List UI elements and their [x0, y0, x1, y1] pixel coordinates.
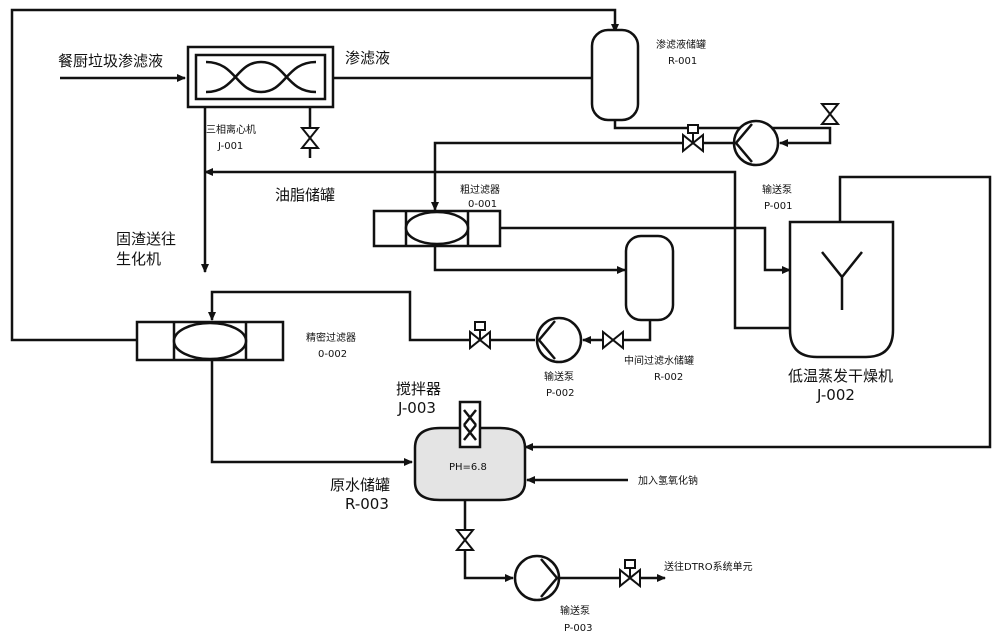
label-dryer-name: 低温蒸发干燥机: [788, 367, 893, 385]
valve-midtank-outlet: [602, 329, 624, 351]
dryer-j002: [788, 220, 895, 359]
pipe-tank-to-pump1: [613, 118, 832, 147]
pipe-lines: [10, 8, 992, 582]
label-coarse-filter-code: 0-001: [468, 199, 497, 210]
label-raw-tank-name: 原水储罐: [330, 476, 390, 494]
label-oil-tank: 油脂储罐: [275, 186, 335, 204]
pipe-fine-to-rawtank: [210, 360, 413, 466]
label-dryer-code: J-002: [816, 386, 855, 404]
pipe-coarse-to-dryer: [500, 226, 791, 274]
valve-p002-outlet: [469, 321, 491, 351]
label-add-naoh: 加入氢氧化钠: [638, 474, 698, 487]
pipe-return-line: [204, 168, 790, 330]
labels: 餐厨垃圾渗滤液 渗滤液 渗滤液储罐 R-001 三相离心机 J-001 油脂储罐…: [58, 38, 893, 634]
label-to-dtro: 送往DTRO系统单元: [664, 560, 753, 573]
label-fine-filter-name: 精密过滤器: [306, 331, 356, 344]
pump-p001: [732, 119, 780, 167]
pump-p002: [535, 316, 583, 364]
label-raw-tank-code: R-003: [345, 495, 389, 513]
leachate-tank-r001: [590, 28, 640, 122]
fine-filter-o002: [135, 320, 285, 362]
pipe-pump2-to-fine: [208, 290, 535, 342]
valve-oil-outlet: [299, 127, 321, 149]
valve-rawtank-outlet: [454, 529, 476, 551]
mixer-j003: [458, 400, 482, 449]
label-solid-line1: 固渣送往: [116, 230, 176, 248]
pipe-pump1-to-coarse: [431, 141, 733, 211]
label-mixer-code: J-003: [397, 399, 436, 417]
centrifuge-j001: [186, 45, 335, 109]
valve-p001-outlet: [682, 124, 704, 154]
valve-tank-outlet: [819, 103, 841, 125]
pipe-dryer-to-rawtank: [524, 175, 992, 451]
pipe-recirculation: [10, 8, 619, 342]
label-fine-filter-code: 0-002: [318, 349, 347, 360]
raw-tank-r003: [413, 426, 527, 502]
label-centrifuge-code: J-001: [217, 141, 243, 152]
label-ph: PH=6.8: [449, 462, 487, 473]
label-leachate-tank-code: R-001: [668, 56, 697, 67]
pipe-coarse-to-midtank: [433, 247, 626, 274]
pipe-rawtank-to-pump3: [463, 498, 514, 582]
label-pump1-code: P-001: [764, 201, 793, 212]
label-pump3-name: 输送泵: [560, 604, 590, 617]
pump-p003: [513, 554, 561, 602]
label-pump1-name: 输送泵: [762, 183, 792, 196]
label-solid-line2: 生化机: [116, 250, 161, 268]
label-pump2-code: P-002: [546, 388, 575, 399]
label-mixer-name: 搅拌器: [396, 380, 441, 398]
label-pump2-name: 输送泵: [544, 370, 574, 383]
label-coarse-filter-name: 粗过滤器: [460, 183, 500, 196]
label-leachate-tank-name: 渗滤液储罐: [656, 38, 706, 51]
coarse-filter-o001: [372, 209, 502, 248]
label-pump3-code: P-003: [564, 623, 593, 634]
label-mid-tank-name: 中间过滤水储罐: [624, 354, 694, 367]
label-centrifuge-name: 三相离心机: [206, 123, 256, 136]
label-kitchen-leachate: 餐厨垃圾渗滤液: [58, 52, 163, 70]
mid-tank-r002: [624, 234, 675, 322]
valve-p003-outlet: [619, 559, 641, 589]
label-leachate: 渗滤液: [345, 49, 390, 67]
label-mid-tank-code: R-002: [654, 372, 683, 383]
